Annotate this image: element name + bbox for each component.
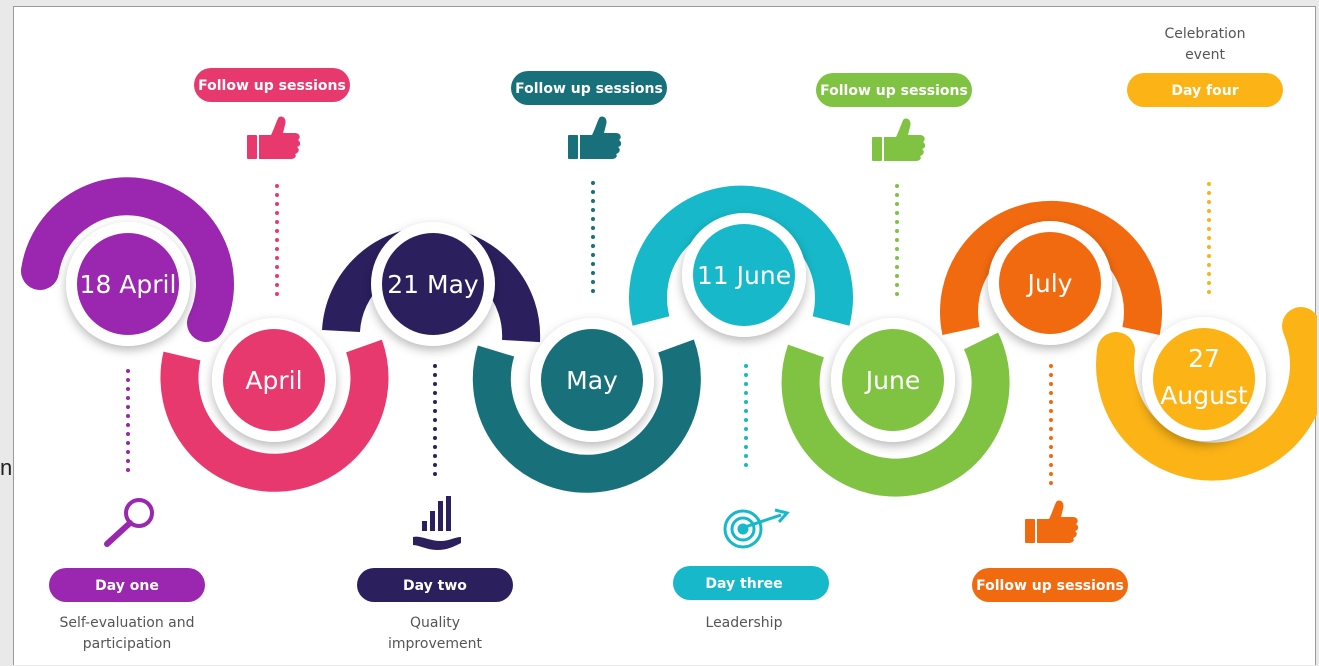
- follow-up-pill: [816, 73, 972, 107]
- node-label: 18 April: [80, 270, 177, 299]
- timeline-diagram: 18 April April 21 May May 11 June June J…: [21, 26, 1317, 652]
- magnifier-icon: [104, 498, 154, 547]
- top-item-april: Follow up sessions: [194, 68, 350, 159]
- arc-july: [940, 201, 1162, 335]
- bottom-item-day-two: Day two Quality improvement: [357, 496, 513, 652]
- node-label: 21 May: [387, 270, 479, 299]
- target-icon: [723, 508, 790, 549]
- top-item-may: Follow up sessions: [511, 71, 667, 159]
- node-label-line1: 27: [1188, 344, 1220, 373]
- caption-line2: improvement: [388, 636, 482, 652]
- timeline-panel: 18 April April 21 May May 11 June June J…: [13, 6, 1317, 665]
- caption-line1: Leadership: [706, 615, 783, 631]
- caption-line2: event: [1185, 47, 1225, 63]
- node-label: 11 June: [697, 261, 791, 290]
- top-item-august: Celebration event Day four: [1127, 26, 1283, 107]
- follow-up-pill: [511, 71, 667, 105]
- node-july: July: [988, 221, 1112, 345]
- pill-label: Follow up sessions: [198, 78, 346, 94]
- follow-up-pill: [194, 68, 350, 102]
- day-four-pill: [1127, 73, 1283, 107]
- pill-label: Day two: [403, 578, 467, 594]
- thumbs-up-icon: [247, 116, 301, 159]
- pill-label: Follow up sessions: [820, 83, 968, 99]
- day-one-pill: [49, 568, 205, 602]
- follow-up-pill: [972, 568, 1128, 602]
- node-may: May: [530, 318, 654, 442]
- arc-27-august: [1096, 307, 1317, 481]
- arc-april: [160, 339, 389, 492]
- node-april: April: [212, 318, 336, 442]
- day-three-pill: [673, 566, 829, 600]
- thumbs-up-icon: [568, 116, 622, 159]
- caption-line1: Quality: [410, 615, 460, 631]
- node-11-june: 11 June: [682, 213, 806, 337]
- thumbs-up-icon: [1025, 500, 1079, 543]
- bottom-item-day-one: Day one Self-evaluation and participatio…: [49, 498, 205, 652]
- pill-label: Day four: [1171, 83, 1238, 99]
- page-edge-glyph: n: [0, 455, 13, 480]
- top-item-june: Follow up sessions: [816, 73, 972, 161]
- thumbs-up-icon: [872, 118, 926, 161]
- caption-line2: participation: [83, 636, 171, 652]
- node-27-august: 27 August: [1142, 317, 1266, 441]
- arc-11-june: [629, 185, 853, 326]
- pill-label: Day three: [705, 576, 782, 592]
- dotted-connectors: [126, 181, 1211, 493]
- node-18-april: 18 April: [66, 222, 190, 346]
- pill-label: Follow up sessions: [515, 81, 663, 97]
- chart-hand-icon: [413, 496, 461, 550]
- node-label: June: [864, 366, 920, 395]
- node-21-may: 21 May: [371, 222, 495, 346]
- bottom-item-follow-up: Follow up sessions: [972, 500, 1128, 602]
- arc-may: [472, 339, 701, 493]
- pill-label: Day one: [95, 578, 159, 594]
- node-june: June: [831, 318, 955, 442]
- day-two-pill: [357, 568, 513, 602]
- bottom-item-day-three: Day three Leadership: [673, 508, 829, 631]
- node-label-line2: August: [1160, 381, 1248, 410]
- caption-line1: Celebration: [1165, 26, 1246, 42]
- node-label: May: [566, 366, 618, 395]
- arc-june: [781, 332, 1010, 497]
- caption-line1: Self-evaluation and: [59, 615, 194, 631]
- node-label: April: [245, 366, 302, 395]
- pill-label: Follow up sessions: [976, 578, 1124, 594]
- node-label: July: [1026, 269, 1073, 298]
- arc-18-april: [21, 177, 234, 342]
